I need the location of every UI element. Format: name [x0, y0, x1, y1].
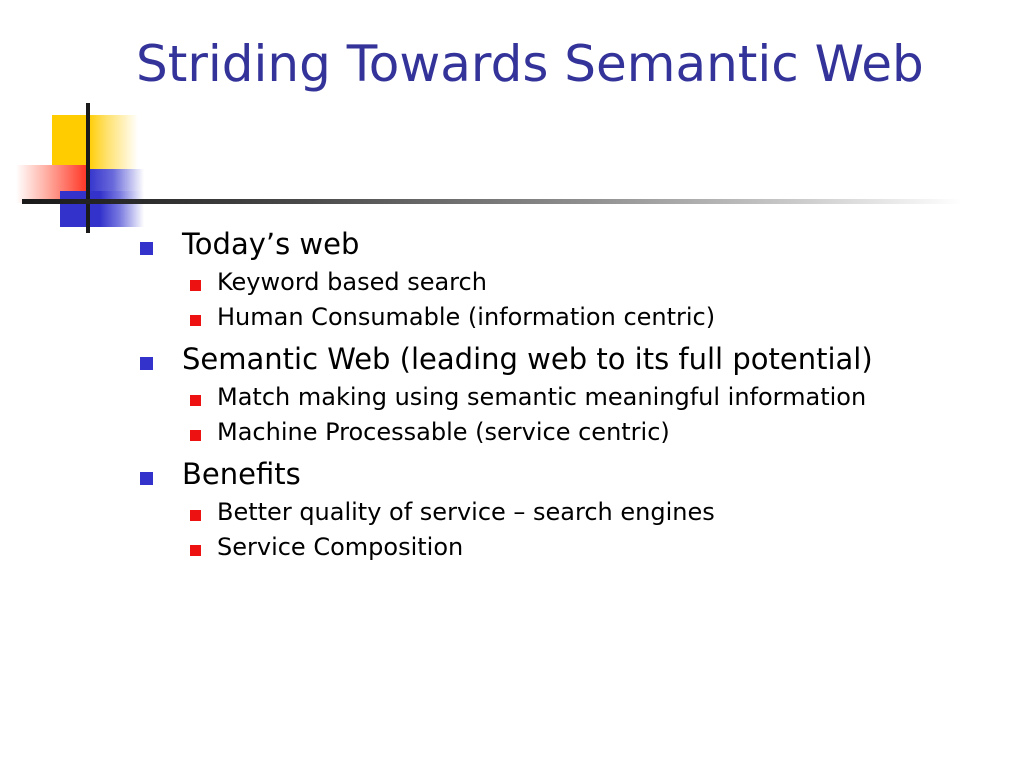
spacer: [140, 448, 980, 456]
bullet-text: Human Consumable (information centric): [217, 303, 716, 331]
bullet-item-level1: Today’s web: [140, 226, 980, 263]
bullet-marker-red-square: [190, 315, 201, 326]
slide-body-content: Today’s web Keyword based search Human C…: [140, 226, 980, 563]
bullet-text: Semantic Web (leading web to its full po…: [182, 342, 873, 376]
bullet-item-level2: Machine Processable (service centric): [190, 416, 980, 448]
bullet-text: Better quality of service – search engin…: [217, 498, 715, 526]
bullet-marker-red-square: [190, 510, 201, 521]
bullet-text: Today’s web: [182, 227, 360, 261]
slide-title: Striding Towards Semantic Web: [136, 35, 924, 93]
spacer: [140, 333, 980, 341]
bullet-text: Match making using semantic meaningful i…: [217, 383, 867, 411]
bullet-item-level1: Benefits: [140, 456, 980, 493]
blue-square-shape: [60, 191, 100, 227]
bullet-marker-red-square: [190, 430, 201, 441]
bullet-item-level2: Better quality of service – search engin…: [190, 496, 980, 528]
bullet-text: Keyword based search: [217, 268, 487, 296]
bullet-marker-red-square: [190, 280, 201, 291]
bullet-item-level2: Keyword based search: [190, 266, 980, 298]
bullet-text: Service Composition: [217, 533, 464, 561]
horizontal-rule-line: [22, 199, 962, 204]
bullet-marker-blue-square: [140, 242, 153, 255]
blue-gradient-shape: [88, 169, 144, 207]
red-gradient-shape: [16, 165, 88, 203]
bullet-item-level2: Service Composition: [190, 531, 980, 563]
yellow-square-shape: [52, 115, 88, 169]
bullet-item-level2: Human Consumable (information centric): [190, 301, 980, 333]
blue-gradient-lower-shape: [100, 191, 144, 227]
yellow-gradient-shape: [88, 115, 138, 169]
bullet-text: Benefits: [182, 457, 301, 491]
bullet-marker-blue-square: [140, 357, 153, 370]
bullet-marker-red-square: [190, 395, 201, 406]
bullet-text: Machine Processable (service centric): [217, 418, 670, 446]
bullet-marker-blue-square: [140, 472, 153, 485]
bullet-marker-red-square: [190, 545, 201, 556]
slide-decoration-motif: [0, 95, 1010, 240]
bullet-item-level2: Match making using semantic meaningful i…: [190, 381, 980, 413]
bullet-item-level1: Semantic Web (leading web to its full po…: [140, 341, 980, 378]
vertical-rule-line: [86, 103, 90, 233]
